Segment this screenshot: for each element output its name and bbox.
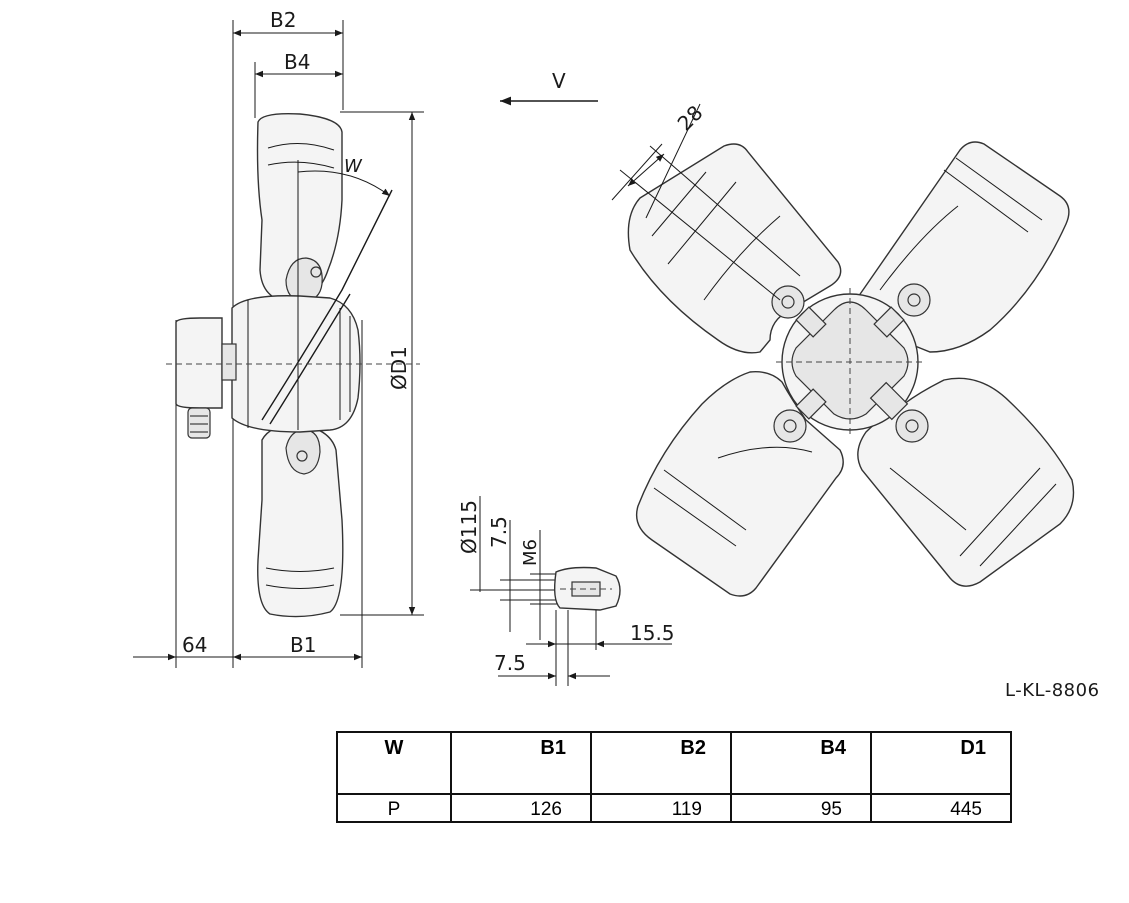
- table-cell: 126: [450, 793, 592, 823]
- front-blade-bottom-right: [857, 377, 1075, 587]
- table-header-cell: B4: [730, 731, 872, 795]
- fan-dimension-drawing: B2 B4 ØD1 64 B1 W: [133, 8, 1075, 686]
- table-cell: 119: [590, 793, 732, 823]
- dim-115-label: Ø115: [457, 500, 481, 554]
- table-cell: 95: [730, 793, 872, 823]
- drawing-code: L-KL-8806: [1005, 680, 1100, 701]
- dim-m6-label: M6: [520, 539, 541, 566]
- dim-15-5-label: 15.5: [630, 621, 675, 645]
- dim-7-5-a-label: 7.5: [487, 516, 511, 548]
- dimensions-table: W B1 B2 B4 D1 P 126 119 95 445: [336, 731, 1012, 823]
- table-header-cell: W: [336, 731, 452, 795]
- table-header-cell: D1: [870, 731, 1012, 795]
- front-blade-bottom-left: [635, 371, 844, 597]
- mounting-detail: Ø115 7.5 M6 15.5 7.5: [457, 496, 675, 686]
- front-blade-top-right: [855, 141, 1070, 353]
- side-view: B2 B4 ØD1 64 B1 W: [133, 8, 424, 668]
- table-row: P 126 119 95 445: [336, 793, 1012, 823]
- dim-64-label: 64: [182, 633, 207, 657]
- dim-w-label: W: [344, 156, 363, 177]
- dim-d1-label: ØD1: [387, 346, 411, 390]
- airflow-arrow-v: V: [500, 69, 598, 106]
- side-blade-top: [256, 112, 343, 303]
- dim-b2-label: B2: [270, 8, 296, 32]
- side-terminal-box: [175, 317, 223, 409]
- table-header-cell: B2: [590, 731, 732, 795]
- table-cell: P: [336, 793, 452, 823]
- table-header-row: W B1 B2 B4 D1: [336, 731, 1012, 795]
- dim-b1-label: B1: [290, 633, 316, 657]
- table-header-cell: B1: [450, 731, 592, 795]
- dim-7-5-b-label: 7.5: [494, 651, 526, 675]
- front-blade-top-left: [627, 143, 842, 354]
- dim-b4-label: B4: [284, 50, 310, 74]
- table-cell: 445: [870, 793, 1012, 823]
- front-view: 28: [611, 101, 1075, 597]
- dim-28-label: 28: [673, 101, 708, 136]
- arrow-v-label: V: [552, 69, 566, 93]
